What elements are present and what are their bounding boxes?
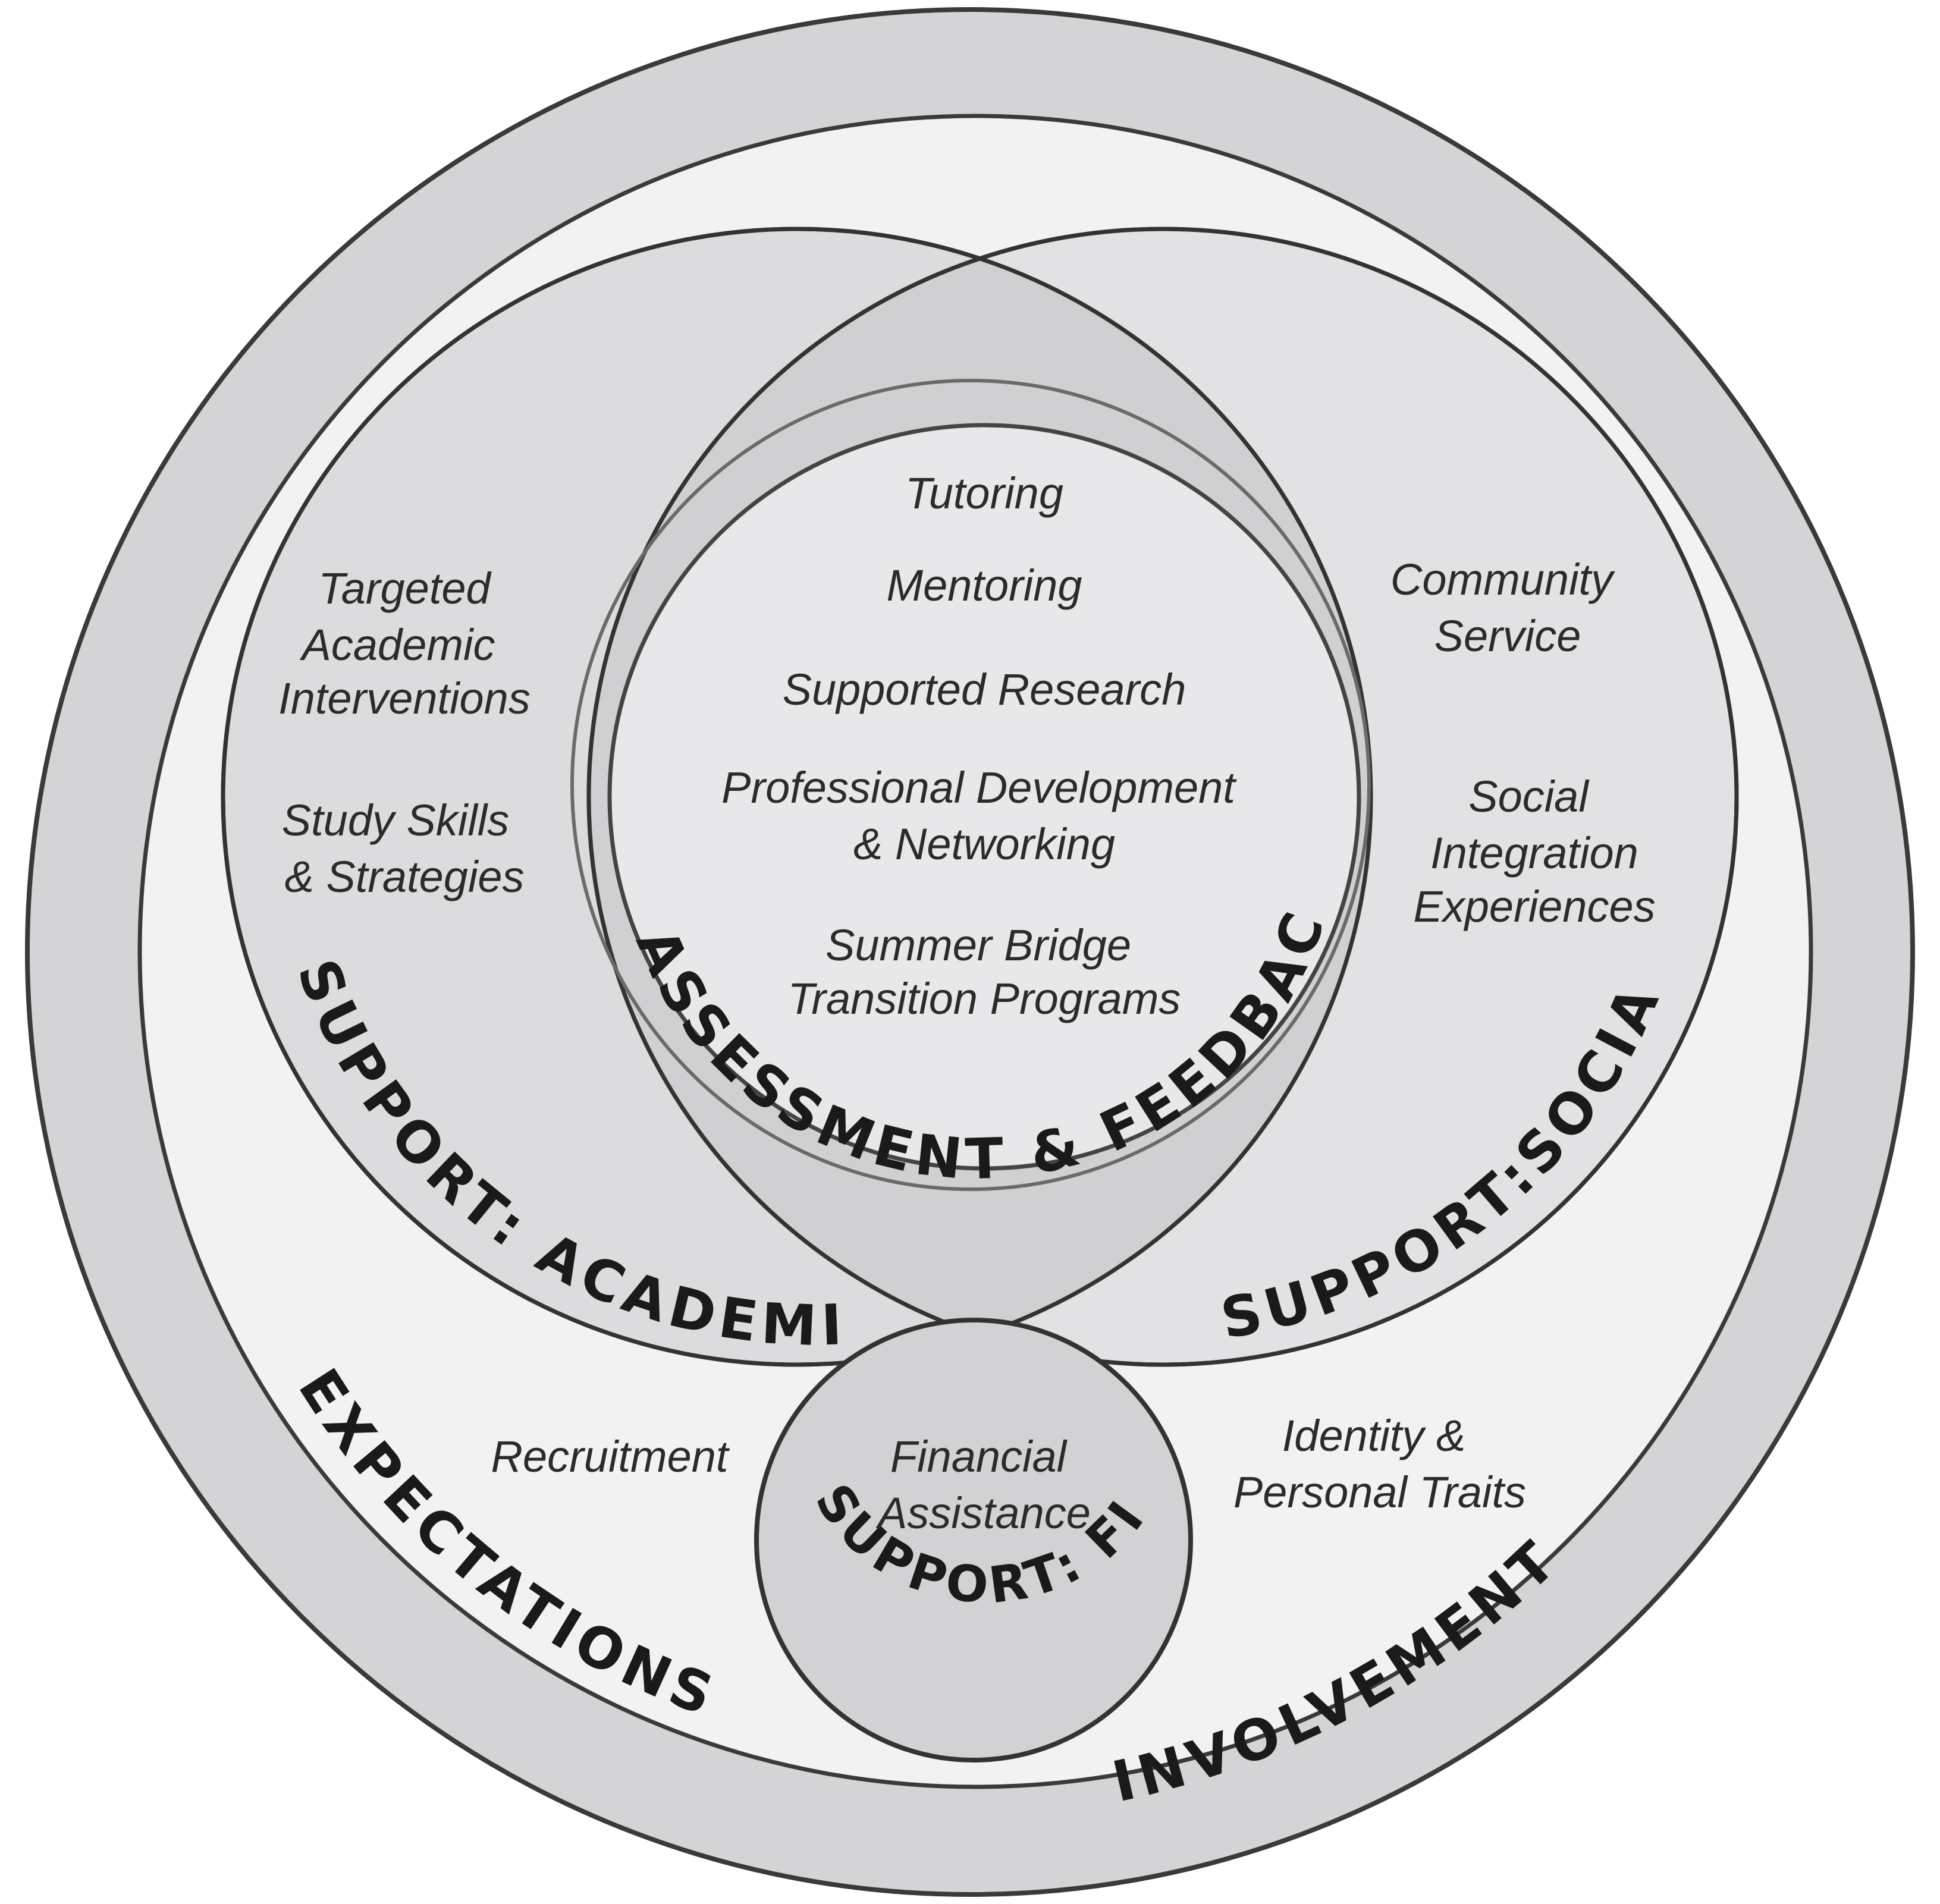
item-experiences: Experiences (1413, 882, 1655, 931)
item-personal-traits: Personal Traits (1233, 1468, 1526, 1517)
item-study-skills: Study Skills (282, 796, 509, 845)
item-community: Community (1390, 555, 1615, 604)
item-supported-research: Supported Research (783, 665, 1186, 714)
item-strategies: & Strategies (284, 852, 524, 901)
item-financial: Financial (890, 1432, 1068, 1481)
support-financial-circle (754, 1318, 1193, 1762)
item-academic: Academic (300, 620, 495, 670)
item-tutoring: Tutoring (905, 469, 1063, 518)
item-service: Service (1434, 611, 1581, 661)
assessment-inner-circle (607, 423, 1361, 1171)
item-summer-bridge: Summer Bridge (825, 920, 1131, 970)
assessment-outer-circle (570, 379, 1371, 1191)
item-networking: & Networking (853, 819, 1115, 869)
item-interventions: Interventions (278, 674, 530, 723)
item-identity: Identity & (1282, 1411, 1466, 1460)
item-social: Social (1468, 772, 1590, 821)
item-targeted: Targeted (318, 564, 492, 613)
item-assistance: Assistance (875, 1488, 1091, 1538)
item-recruitment: Recruitment (491, 1432, 730, 1481)
item-transition-programs: Transition Programs (788, 974, 1181, 1023)
item-integration: Integration (1430, 828, 1638, 878)
item-professional-development: Professional Development (721, 763, 1237, 812)
item-mentoring: Mentoring (886, 561, 1082, 610)
